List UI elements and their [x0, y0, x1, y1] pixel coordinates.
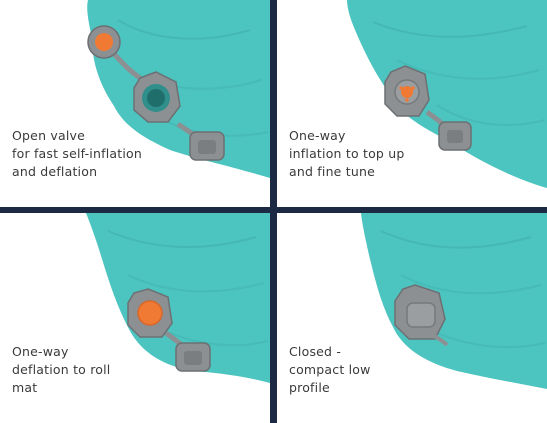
caption-line: mat — [12, 380, 38, 395]
caption-line: Open valve — [12, 128, 85, 143]
horizontal-divider — [0, 207, 547, 213]
mat-open-valve-illustration — [87, 0, 270, 178]
caption-line: One-way — [289, 128, 346, 143]
caption-line: profile — [289, 380, 330, 395]
caption-line: Closed - — [289, 344, 342, 359]
panel-one-way-deflation: One-way deflation to roll mat — [0, 213, 270, 423]
panel-one-way-inflation: One-way inflation to top up and fine tun… — [277, 0, 547, 207]
caption-line: inflation to top up — [289, 146, 405, 161]
mat-deflation-valve-illustration — [86, 213, 270, 383]
caption-open-valve: Open valve for fast self-inflation and d… — [12, 127, 142, 181]
caption-line: deflation to roll — [12, 362, 111, 377]
mat-inflation-valve-illustration — [347, 0, 547, 188]
panel-open-valve: Open valve for fast self-inflation and d… — [0, 0, 270, 207]
caption-line: and fine tune — [289, 164, 375, 179]
caption-one-way-inflation: One-way inflation to top up and fine tun… — [289, 127, 404, 181]
panel-closed-valve: Closed - compact low profile — [277, 213, 547, 423]
caption-line: compact low — [289, 362, 371, 377]
caption-one-way-deflation: One-way deflation to roll mat — [12, 343, 110, 397]
caption-line: and deflation — [12, 164, 98, 179]
mat-closed-valve-illustration — [361, 213, 547, 389]
caption-closed-valve: Closed - compact low profile — [289, 343, 371, 397]
caption-line: One-way — [12, 344, 69, 359]
caption-line: for fast self-inflation — [12, 146, 142, 161]
